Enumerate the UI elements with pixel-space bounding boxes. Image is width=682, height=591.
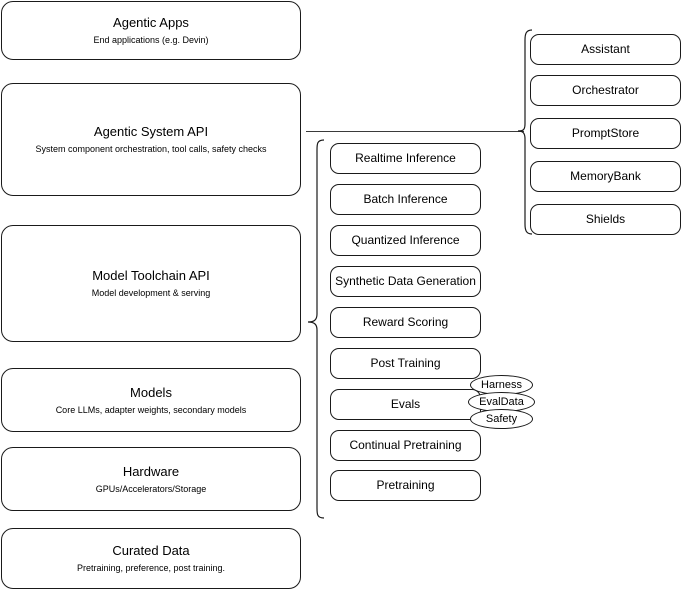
eval-tag-evaldata[interactable]: EvalData	[468, 392, 535, 412]
eval-tag-safety[interactable]: Safety	[470, 409, 533, 429]
layer-title: Model Toolchain API	[92, 268, 210, 283]
agentic-component-shields[interactable]: Shields	[530, 204, 681, 235]
agentic-component-orchestrator[interactable]: Orchestrator	[530, 75, 681, 106]
toolchain-component-post-training[interactable]: Post Training	[330, 348, 481, 379]
agentic-system-connector-line	[306, 131, 524, 132]
layer-subtitle: Model development & serving	[91, 288, 211, 298]
layer-subtitle: GPUs/Accelerators/Storage	[95, 483, 207, 494]
agentic-brace	[517, 29, 533, 235]
stack-layer-agentic-apps[interactable]: Agentic Apps End applications (e.g. Devi…	[1, 1, 301, 60]
toolchain-brace	[307, 139, 325, 519]
layer-subtitle: System component orchestration, tool cal…	[35, 144, 267, 154]
stack-layer-models[interactable]: Models Core LLMs, adapter weights, secon…	[1, 368, 301, 432]
toolchain-component-continual-pretraining[interactable]: Continual Pretraining	[330, 430, 481, 461]
toolchain-component-batch-inference[interactable]: Batch Inference	[330, 184, 481, 215]
layer-subtitle: Pretraining, preference, post training.	[76, 563, 226, 573]
toolchain-component-evals[interactable]: Evals	[330, 389, 481, 420]
toolchain-component-pretraining[interactable]: Pretraining	[330, 470, 481, 501]
toolchain-component-synthetic-data-generation[interactable]: Synthetic Data Generation	[330, 266, 481, 297]
stack-layer-curated-data[interactable]: Curated Data Pretraining, preference, po…	[1, 528, 301, 589]
agentic-component-assistant[interactable]: Assistant	[530, 34, 681, 65]
toolchain-component-quantized-inference[interactable]: Quantized Inference	[330, 225, 481, 256]
agentic-component-promptstore[interactable]: PromptStore	[530, 118, 681, 149]
stack-layer-agentic-system-api[interactable]: Agentic System API System component orch…	[1, 83, 301, 196]
toolchain-component-reward-scoring[interactable]: Reward Scoring	[330, 307, 481, 338]
layer-title: Models	[130, 384, 172, 400]
layer-title: Agentic System API	[93, 124, 209, 139]
layer-subtitle: End applications (e.g. Devin)	[93, 35, 209, 45]
layer-subtitle: Core LLMs, adapter weights, secondary mo…	[55, 404, 247, 415]
layer-title: Curated Data	[112, 543, 190, 558]
stack-layer-model-toolchain-api[interactable]: Model Toolchain API Model development & …	[1, 225, 301, 342]
toolchain-component-realtime-inference[interactable]: Realtime Inference	[330, 143, 481, 174]
agentic-component-memorybank[interactable]: MemoryBank	[530, 161, 681, 192]
stack-layer-hardware[interactable]: Hardware GPUs/Accelerators/Storage	[1, 447, 301, 511]
layer-title: Agentic Apps	[113, 15, 189, 30]
layer-title: Hardware	[122, 463, 180, 479]
eval-tag-harness[interactable]: Harness	[470, 375, 533, 395]
